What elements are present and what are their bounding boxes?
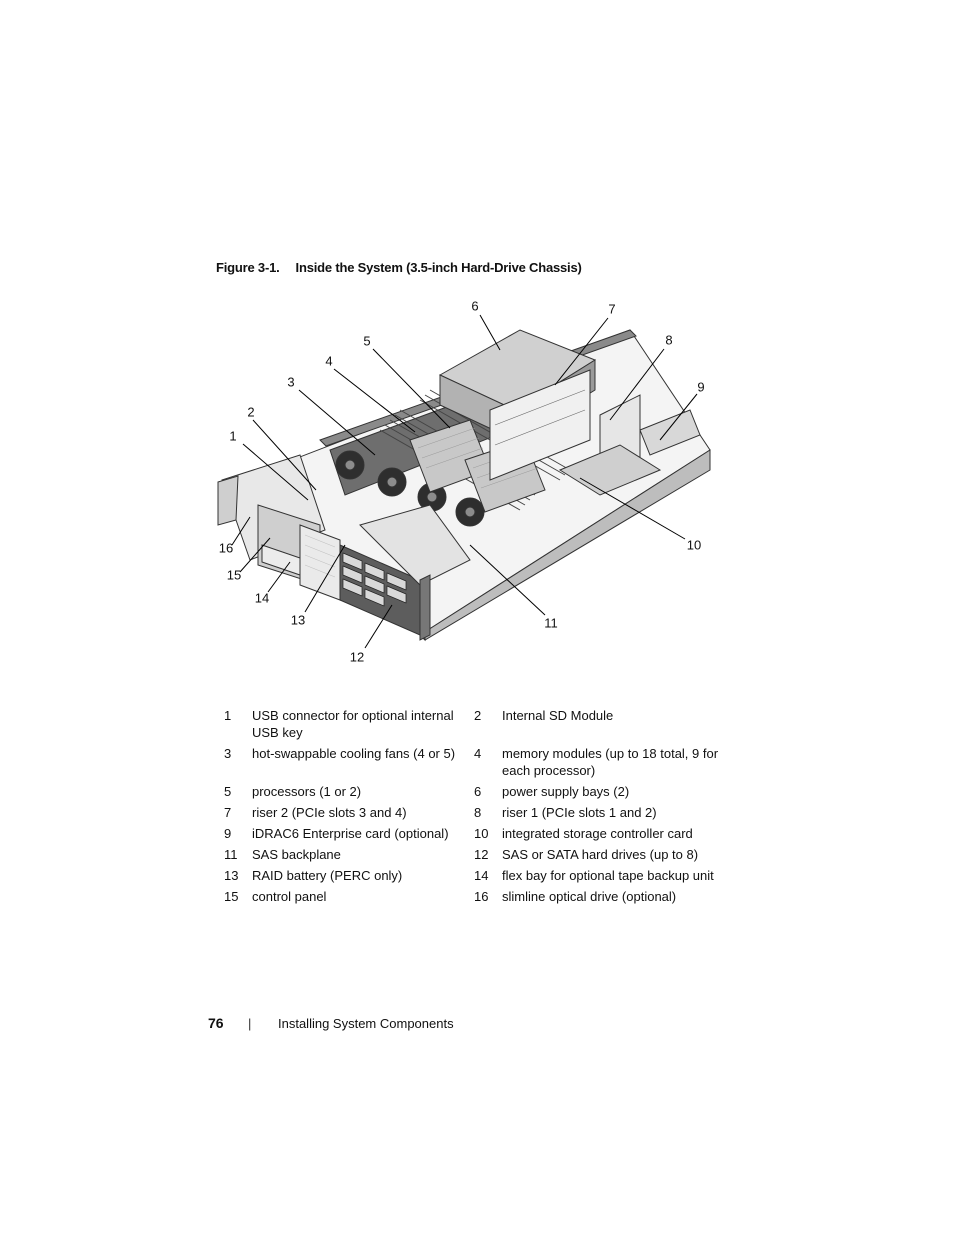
- legend-text: slimline optical drive (optional): [502, 889, 677, 904]
- callout-14: 14: [254, 590, 270, 606]
- legend-text: power supply bays (2): [502, 784, 630, 799]
- callout-10: 10: [686, 537, 702, 553]
- figure-title: Inside the System (3.5-inch Hard-Drive C…: [295, 260, 582, 275]
- callout-leaders: [231, 314, 698, 649]
- callout-2: 2: [247, 404, 255, 420]
- callout-13: 13: [290, 612, 306, 628]
- callout-11: 11: [544, 615, 558, 631]
- legend-number: 16: [474, 889, 489, 904]
- legend-row: 15 control panel 16 slimline optical dri…: [224, 888, 724, 905]
- figure-label: Figure 3-1.: [216, 260, 280, 275]
- legend-row: 1 USB connector for optional internal US…: [224, 707, 724, 741]
- legend-number: 7: [224, 805, 232, 820]
- callout-5: 5: [363, 333, 371, 349]
- legend-text: RAID battery (PERC only): [252, 868, 403, 883]
- callout-16: 16: [218, 540, 234, 556]
- page-number: 76: [208, 1015, 224, 1031]
- server-chassis-illustration: [217, 314, 711, 649]
- legend-text: Internal SD Module: [502, 708, 614, 723]
- legend-number: 5: [224, 784, 232, 799]
- legend-number: 13: [224, 868, 239, 883]
- callout-9: 9: [697, 379, 705, 395]
- figure-caption: Figure 3-1. Inside the System (3.5-inch H…: [216, 260, 582, 275]
- legend-number: 6: [474, 784, 482, 799]
- legend-row: 9 iDRAC6 Enterprise card (optional) 10 i…: [224, 825, 724, 842]
- legend-number: 2: [474, 708, 482, 723]
- legend-text: integrated storage controller card: [502, 826, 693, 841]
- legend-text: iDRAC6 Enterprise card (optional): [252, 826, 449, 841]
- legend-row: 11 SAS backplane 12 SAS or SATA hard dri…: [224, 846, 724, 863]
- callout-12: 12: [349, 649, 365, 665]
- legend-number: 3: [224, 746, 232, 761]
- section-title: Installing System Components: [278, 1016, 454, 1031]
- legend-number: 1: [224, 708, 232, 723]
- legend-number: 11: [224, 847, 238, 862]
- legend-text: USB connector for optional internal USB …: [252, 708, 454, 740]
- legend-row: 3 hot-swappable cooling fans (4 or 5) 4 …: [224, 745, 724, 779]
- callout-1: 1: [229, 428, 237, 444]
- legend-number: 10: [474, 826, 489, 841]
- legend-text: flex bay for optional tape backup unit: [502, 868, 714, 883]
- legend-text: SAS backplane: [252, 847, 341, 862]
- callout-7: 7: [608, 301, 616, 317]
- callout-6: 6: [471, 298, 479, 314]
- legend-number: 4: [474, 746, 482, 761]
- legend-table: 1 USB connector for optional internal US…: [224, 707, 724, 909]
- legend-text: riser 2 (PCIe slots 3 and 4): [252, 805, 407, 820]
- callout-3: 3: [287, 374, 295, 390]
- callout-15: 15: [226, 567, 242, 583]
- callout-4: 4: [325, 353, 333, 369]
- legend-text: riser 1 (PCIe slots 1 and 2): [502, 805, 657, 820]
- footer-separator: |: [248, 1016, 252, 1031]
- callout-8: 8: [665, 332, 673, 348]
- legend-text: hot-swappable cooling fans (4 or 5): [252, 746, 456, 761]
- legend-number: 12: [474, 847, 489, 862]
- legend-row: 5 processors (1 or 2) 6 power supply bay…: [224, 783, 724, 800]
- legend-number: 8: [474, 805, 482, 820]
- legend-number: 15: [224, 889, 239, 904]
- legend-text: processors (1 or 2): [252, 784, 362, 799]
- legend-number: 14: [474, 868, 489, 883]
- legend-text: memory modules (up to 18 total, 9 for ea…: [502, 746, 719, 778]
- legend-row: 7 riser 2 (PCIe slots 3 and 4) 8 riser 1…: [224, 804, 724, 821]
- chassis-body: [217, 329, 711, 642]
- page-footer: 76 | Installing System Components: [208, 1015, 454, 1031]
- legend-number: 9: [224, 826, 232, 841]
- legend-row: 13 RAID battery (PERC only) 14 flex bay …: [224, 867, 724, 884]
- legend-text: SAS or SATA hard drives (up to 8): [502, 847, 699, 862]
- legend-text: control panel: [252, 889, 327, 904]
